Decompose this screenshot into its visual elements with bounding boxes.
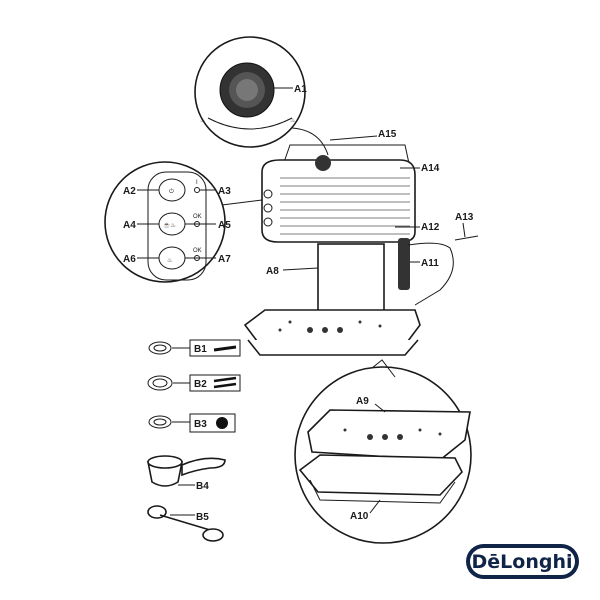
coffee-icon: ♨ xyxy=(200,117,205,124)
label-a3: A3 xyxy=(218,186,231,197)
label-b5: B5 xyxy=(196,512,209,523)
label-b2: B2 xyxy=(194,379,207,390)
label-a9: A9 xyxy=(356,396,369,407)
steam-button-icon: ♨ xyxy=(167,257,172,264)
drip-tray-callout: A9 A10 xyxy=(294,359,472,544)
label-b4: B4 xyxy=(196,481,209,492)
label-a13: A13 xyxy=(455,212,474,223)
ok-indicator-mark: OK xyxy=(193,248,202,254)
label-b3: B3 xyxy=(194,419,207,430)
power-icon: ⏻ xyxy=(169,188,174,195)
label-a8: A8 xyxy=(266,266,279,277)
knob-detail-callout: ♨ ♨ A1 xyxy=(194,36,329,156)
label-a6: A6 xyxy=(123,254,136,265)
label-a2: A2 xyxy=(123,186,136,197)
label-a4: A4 xyxy=(123,220,136,231)
label-a7: A7 xyxy=(218,254,231,265)
ok-indicator-mark: OK xyxy=(193,214,202,220)
label-a12: A12 xyxy=(421,222,440,233)
label-a1: A1 xyxy=(294,84,307,95)
label-a11: A11 xyxy=(421,258,439,269)
logo-text: DēLonghi xyxy=(472,551,573,573)
coffee-cup-icon: ☕♨ xyxy=(163,221,176,229)
steam-icon: ♨ xyxy=(290,117,295,124)
label-b1: B1 xyxy=(194,344,207,355)
label-a5: A5 xyxy=(218,220,231,231)
label-a15: A15 xyxy=(378,129,397,140)
label-a14: A14 xyxy=(421,163,440,174)
power-indicator-mark: I xyxy=(196,180,198,186)
espresso-machine: A15 A14 A12 A13 A11 A8 xyxy=(243,129,479,356)
accessories: B1 B2 B3 B4 B5 xyxy=(147,339,241,542)
label-a10: A10 xyxy=(350,511,369,522)
delonghi-logo: DēLonghi xyxy=(466,544,579,579)
control-panel-callout: ⏻ ☕♨ ♨ I OK OK A2 A3 A4 A5 A6 A7 xyxy=(104,161,263,283)
